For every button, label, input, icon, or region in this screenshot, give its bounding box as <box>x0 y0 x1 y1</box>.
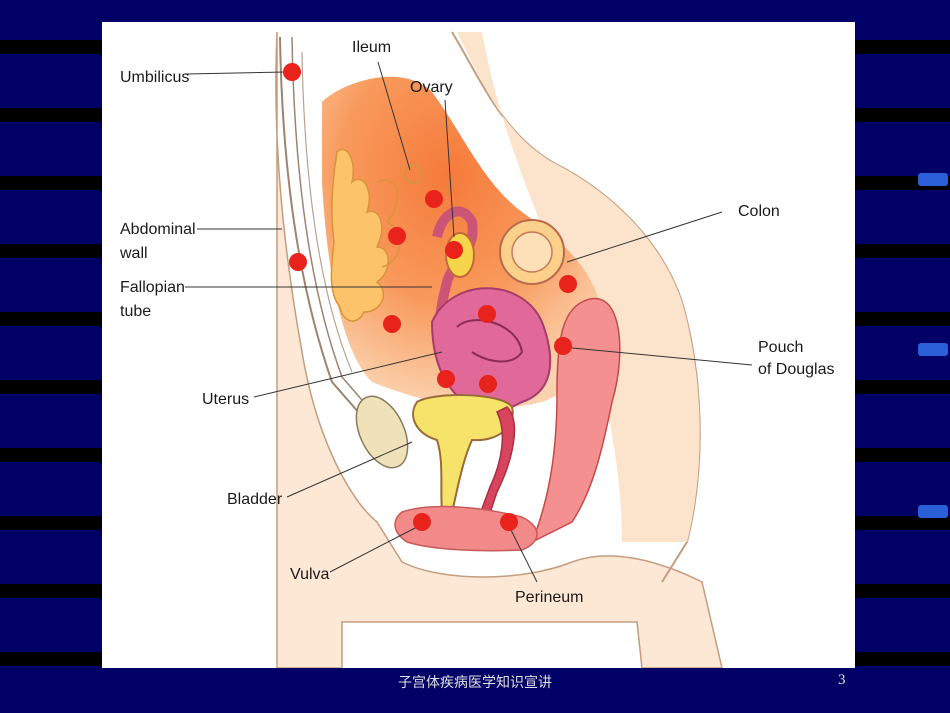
slide-page-number: 3 <box>838 672 846 688</box>
label-bladder: Bladder <box>227 491 283 508</box>
ileum <box>330 148 389 322</box>
abdominal-wall <box>279 36 403 463</box>
slide-footer-title: 子宫体疾病医学知识宣讲 <box>398 675 552 691</box>
label-colon: Colon <box>738 203 780 220</box>
uterus <box>430 287 552 419</box>
body-outline <box>275 31 723 668</box>
marker-dot <box>283 63 301 81</box>
label-abdominal-wall-2: wall <box>119 245 148 262</box>
marker-dot <box>437 370 455 388</box>
colon-lumen <box>511 231 553 273</box>
marker-dot <box>500 513 518 531</box>
marker-dot <box>559 275 577 293</box>
label-perineum: Perineum <box>515 589 583 606</box>
label-fallopian-tube-2: tube <box>120 303 151 320</box>
label-uterus: Uterus <box>202 391 249 408</box>
anatomy-illustration: Umbilicus Ileum Ovary Abdominal wall Col… <box>119 31 835 668</box>
anatomy-diagram: Umbilicus Ileum Ovary Abdominal wall Col… <box>102 22 855 668</box>
ileum-loop <box>404 164 424 184</box>
marker-dot <box>388 227 406 245</box>
marker-dot <box>289 253 307 271</box>
label-pouch-of-douglas-2: of Douglas <box>758 361 835 378</box>
label-vulva: Vulva <box>290 566 330 583</box>
accent-tab <box>918 173 948 186</box>
uterine-cavity <box>456 319 524 363</box>
marker-dot <box>445 241 463 259</box>
label-ileum: Ileum <box>352 39 391 56</box>
label-umbilicus: Umbilicus <box>120 69 189 86</box>
marker-dot <box>413 513 431 531</box>
abdominal-wall <box>291 36 408 453</box>
leader-lines <box>185 61 753 583</box>
accent-tab <box>918 505 948 518</box>
pubic-symphysis <box>355 395 409 469</box>
bladder <box>412 394 514 513</box>
label-abdominal-wall: Abdominal <box>120 221 196 238</box>
marker-dot <box>479 375 497 393</box>
ileum <box>376 179 401 268</box>
label-ovary: Ovary <box>410 79 453 96</box>
accent-tab <box>918 343 948 356</box>
marker-dot <box>554 337 572 355</box>
abdominal-wall <box>301 51 353 373</box>
label-fallopian-tube: Fallopian <box>120 279 185 296</box>
label-pouch-of-douglas: Pouch <box>758 339 803 356</box>
marker-dot <box>425 190 443 208</box>
marker-dot <box>478 305 496 323</box>
marker-dot <box>383 315 401 333</box>
rectum <box>530 298 621 544</box>
marker-group <box>283 63 577 531</box>
